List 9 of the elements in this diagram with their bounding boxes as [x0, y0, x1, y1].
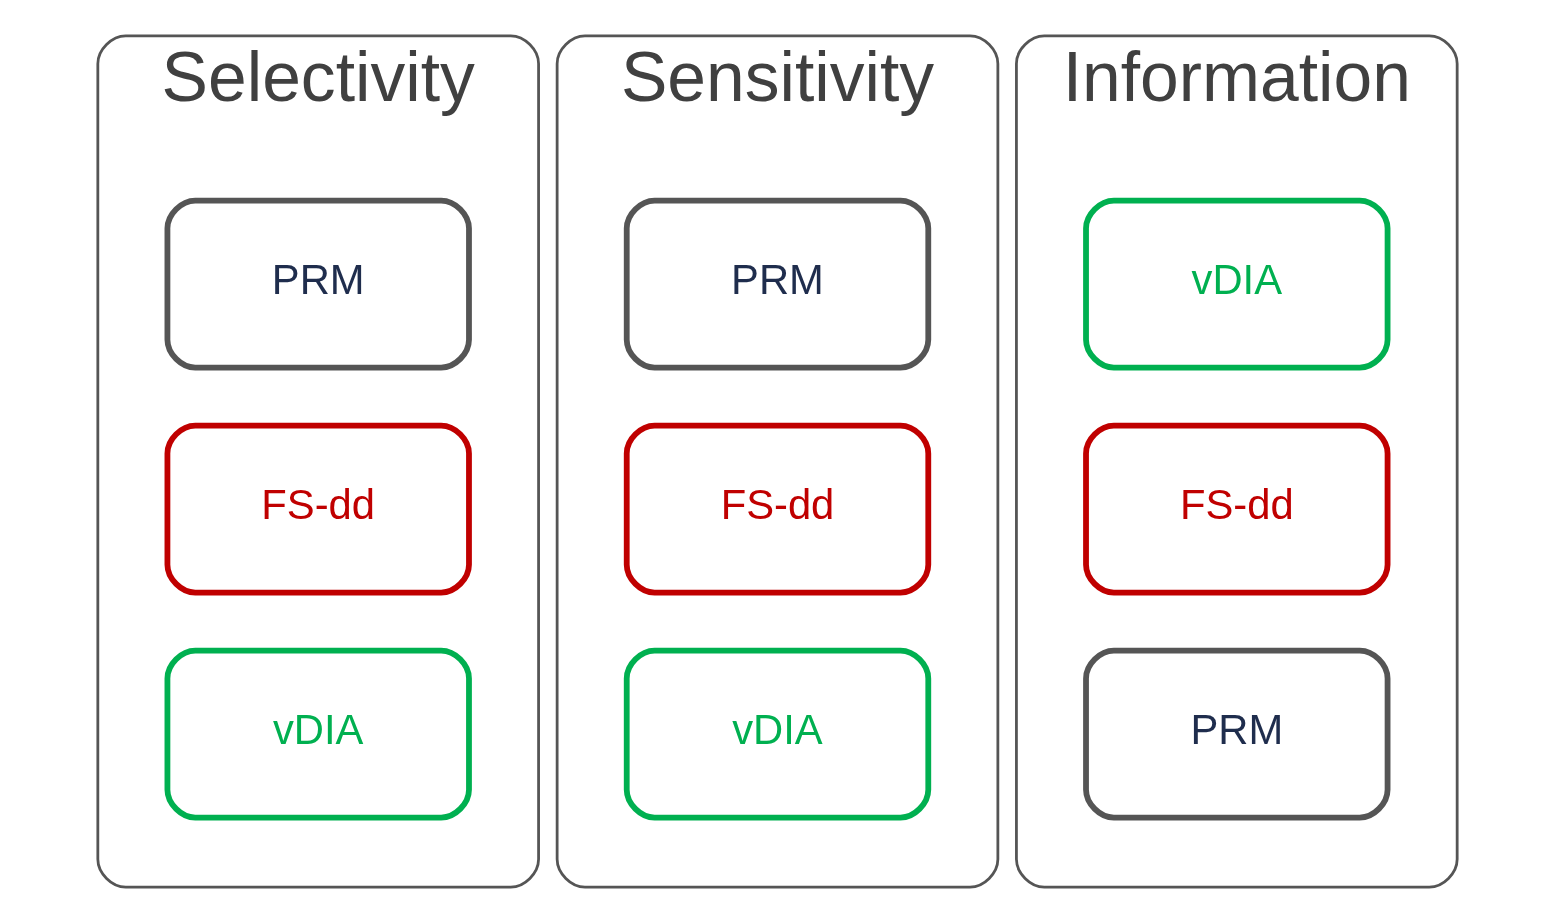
node-box: PRM — [623, 197, 931, 371]
node-box: vDIA — [623, 647, 931, 821]
node-box: PRM — [164, 197, 472, 371]
node-box: vDIA — [164, 647, 472, 821]
node-box: FS-dd — [623, 422, 931, 596]
node-box: PRM — [1082, 647, 1390, 821]
node-box: vDIA — [1082, 197, 1390, 371]
node-box: FS-dd — [164, 422, 472, 596]
node-box: FS-dd — [1082, 422, 1390, 596]
